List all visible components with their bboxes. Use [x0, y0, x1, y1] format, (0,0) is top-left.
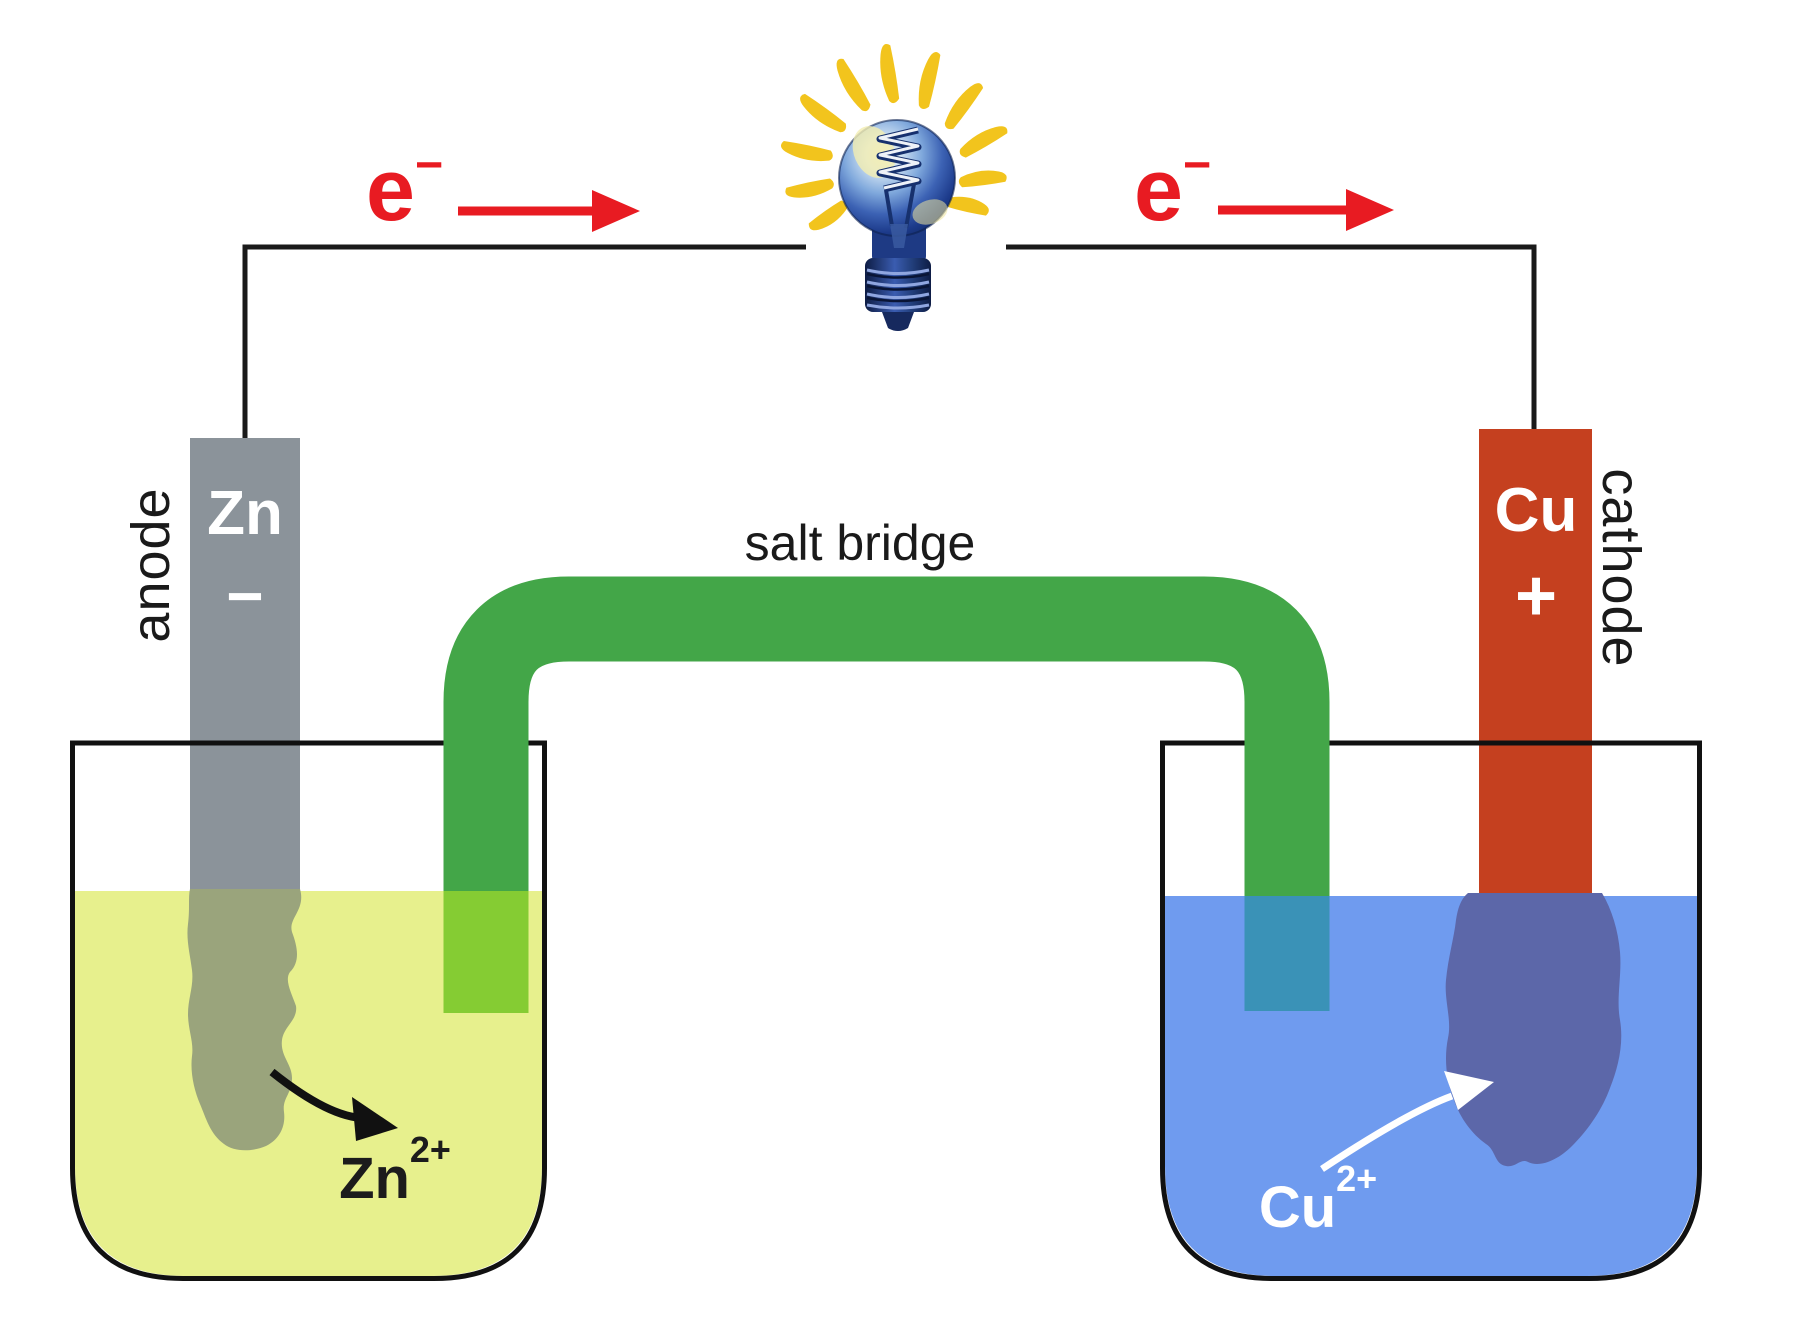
right-electron-arrowhead — [1346, 189, 1394, 231]
salt-bridge-right-submerged — [1244, 896, 1330, 1011]
right-beaker-outline — [1160, 740, 1702, 1281]
anode-label: anode — [121, 487, 181, 643]
zinc-electrode — [190, 438, 300, 891]
copper-symbol-label: Cu — [1494, 476, 1578, 545]
right-electron-arrow — [1218, 189, 1394, 231]
zinc-ion-label: Zn2+ — [339, 1128, 451, 1212]
electron-label-left: e− — [366, 137, 444, 239]
right-beaker — [1162, 743, 1700, 1279]
zinc-symbol-label: Zn — [207, 479, 283, 548]
left-electron-arrow — [458, 190, 640, 232]
bulb-screw-ridges — [866, 268, 930, 310]
zinc-ion-arrow — [269, 1068, 398, 1141]
copper-ion-arrow — [1320, 1071, 1494, 1172]
zinc-corroded-submerged — [187, 889, 302, 1151]
circuit-wire — [242, 244, 1537, 438]
cathode-label: cathode — [1591, 468, 1651, 668]
copper-electrode — [1479, 429, 1592, 896]
zinc-charge-label: − — [226, 560, 264, 632]
copper-ion-label: Cu2+ — [1258, 1157, 1378, 1241]
bulb-contact-tip — [882, 312, 914, 331]
bulb-filament-leads — [884, 183, 916, 229]
salt-bridge-left-submerged — [443, 891, 529, 1013]
bulb-stem — [890, 224, 908, 248]
bulb-highlight-lower — [912, 199, 948, 225]
copper-charge-label: + — [1514, 556, 1558, 636]
copper-deposit-blob — [1445, 893, 1622, 1167]
light-bulb-icon — [778, 43, 1012, 331]
left-beaker-outline — [70, 740, 547, 1281]
left-electron-arrowhead — [592, 190, 640, 232]
electron-label-right: e− — [1134, 137, 1212, 239]
bulb-screw-ridge-shadows — [866, 272, 930, 303]
copper-ion-arrowhead — [1444, 1071, 1494, 1110]
salt-bridge-label: salt bridge — [744, 515, 976, 571]
bulb-filament-coil — [878, 127, 920, 190]
salt-bridge-tube — [443, 576, 1330, 1013]
zinc-ion-arrowhead — [352, 1097, 398, 1141]
